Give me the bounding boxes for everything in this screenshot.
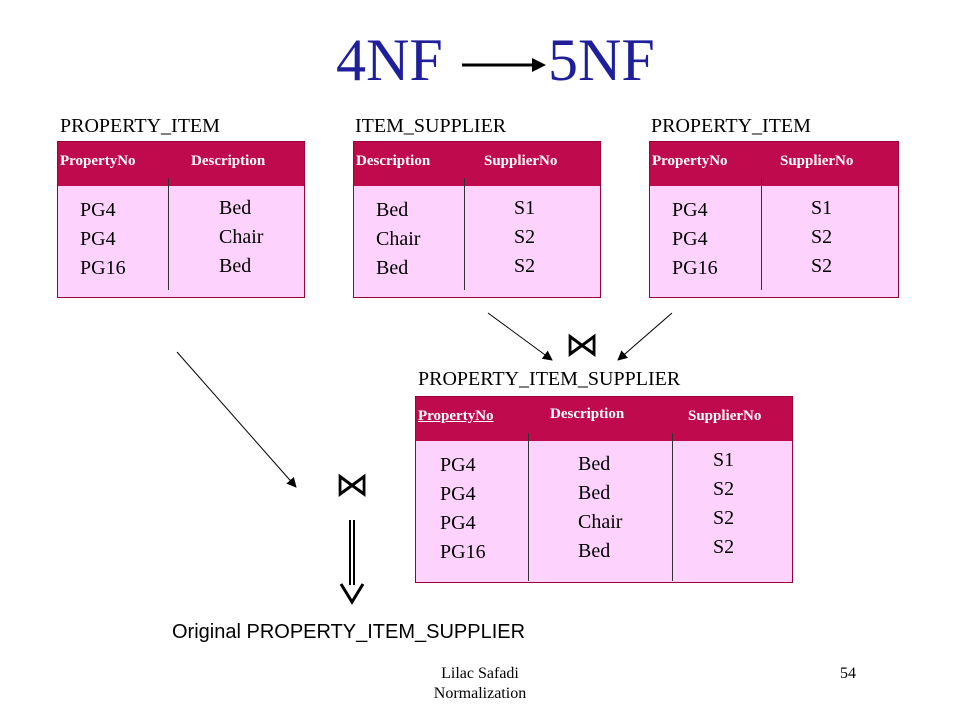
column-divider — [168, 178, 169, 290]
cell: PG4 — [80, 228, 116, 250]
column-supplierno: S1 S2 S2 — [514, 194, 535, 281]
title-5nf: 5NF — [548, 27, 655, 93]
cell: S2 — [811, 255, 833, 277]
cell: Bed — [219, 197, 252, 219]
cell: Chair — [578, 511, 623, 533]
column-description: Bed Chair Bed — [376, 196, 420, 283]
cell: Chair — [376, 228, 421, 250]
column-divider — [761, 178, 762, 290]
cell: PG4 — [440, 454, 476, 476]
cell: S1 — [514, 197, 536, 219]
page-number: 54 — [840, 665, 856, 682]
cell: S2 — [713, 507, 735, 529]
column-description: Bed Bed Chair Bed — [578, 450, 622, 566]
cell: S2 — [713, 478, 735, 500]
column-divider — [672, 433, 673, 581]
table-header: Description SupplierNo — [354, 142, 600, 186]
header-cell: SupplierNo — [688, 408, 762, 424]
table-name-property-item-a: PROPERTY_ITEM — [60, 115, 220, 137]
cell: PG4 — [80, 199, 116, 221]
column-propertyno: PG4 PG4 PG4 PG16 — [440, 451, 486, 567]
title-arrow — [462, 58, 546, 72]
cell: Bed — [219, 255, 252, 277]
cell: S2 — [514, 255, 536, 277]
join-symbol-bottom: ⋈ — [335, 465, 369, 505]
cell: S2 — [811, 226, 833, 248]
cell: PG4 — [672, 228, 708, 250]
column-propertyno: PG4 PG4 PG16 — [80, 196, 126, 283]
arrow-item-supplier-to-result — [487, 312, 553, 361]
cell: Bed — [376, 199, 409, 221]
table-header: PropertyNo SupplierNo — [650, 142, 898, 186]
cell: PG16 — [80, 257, 126, 279]
cell: PG16 — [672, 257, 718, 279]
column-propertyno: PG4 PG4 PG16 — [672, 196, 718, 283]
header-cell: PropertyNo — [652, 153, 728, 169]
cell: PG4 — [440, 483, 476, 505]
header-cell: Description — [191, 153, 266, 169]
cell: PG4 — [440, 512, 476, 534]
cell: Bed — [578, 540, 611, 562]
cell: S1 — [713, 449, 735, 471]
table-property-item-b: PropertyNo SupplierNo PG4 PG4 PG16 S1 S2… — [649, 141, 899, 298]
column-description: Bed Chair Bed — [219, 194, 263, 281]
column-supplierno: S1 S2 S2 S2 — [713, 446, 734, 562]
column-supplierno: S1 S2 S2 — [811, 194, 832, 281]
table-property-item-supplier: PropertyNo Description SupplierNo PG4 PG… — [415, 396, 793, 583]
column-divider — [464, 178, 465, 290]
arrow-property-item-to-result — [617, 312, 673, 361]
table-header: PropertyNo Description — [58, 142, 304, 186]
original-label: Original PROPERTY_ITEM_SUPPLIER — [172, 621, 526, 643]
cell: S2 — [713, 536, 735, 558]
header-cell: PropertyNo — [418, 408, 494, 424]
cell: Bed — [376, 257, 409, 279]
arrow-property-item-to-join — [176, 351, 297, 488]
footer-author: Lilac Safadi — [441, 665, 519, 682]
cell: Bed — [578, 453, 611, 475]
header-cell: PropertyNo — [60, 153, 136, 169]
column-divider — [528, 433, 529, 581]
down-arrow-head — [339, 583, 365, 605]
header-cell: Description — [550, 406, 625, 422]
cell: Chair — [219, 226, 264, 248]
header-cell: SupplierNo — [484, 153, 558, 169]
cell: S2 — [514, 226, 536, 248]
cell: PG4 — [672, 199, 708, 221]
cell: PG16 — [440, 541, 486, 563]
table-name-property-item-supplier: PROPERTY_ITEM_SUPPLIER — [418, 368, 681, 390]
cell: S1 — [811, 197, 833, 219]
header-cell: SupplierNo — [780, 153, 854, 169]
table-item-supplier: Description SupplierNo Bed Chair Bed S1 … — [353, 141, 601, 298]
table-name-item-supplier: ITEM_SUPPLIER — [355, 115, 507, 137]
title-4nf: 4NF — [336, 27, 443, 93]
table-property-item-a: PropertyNo Description PG4 PG4 PG16 Bed … — [57, 141, 305, 298]
table-name-property-item-b: PROPERTY_ITEM — [651, 115, 811, 137]
header-cell: Description — [356, 153, 431, 169]
table-header: PropertyNo Description SupplierNo — [416, 397, 792, 441]
footer-author-block: Lilac Safadi Normalization — [380, 664, 580, 704]
join-symbol-top: ⋈ — [565, 325, 599, 365]
footer-subject: Normalization — [433, 685, 527, 702]
cell: Bed — [578, 482, 611, 504]
